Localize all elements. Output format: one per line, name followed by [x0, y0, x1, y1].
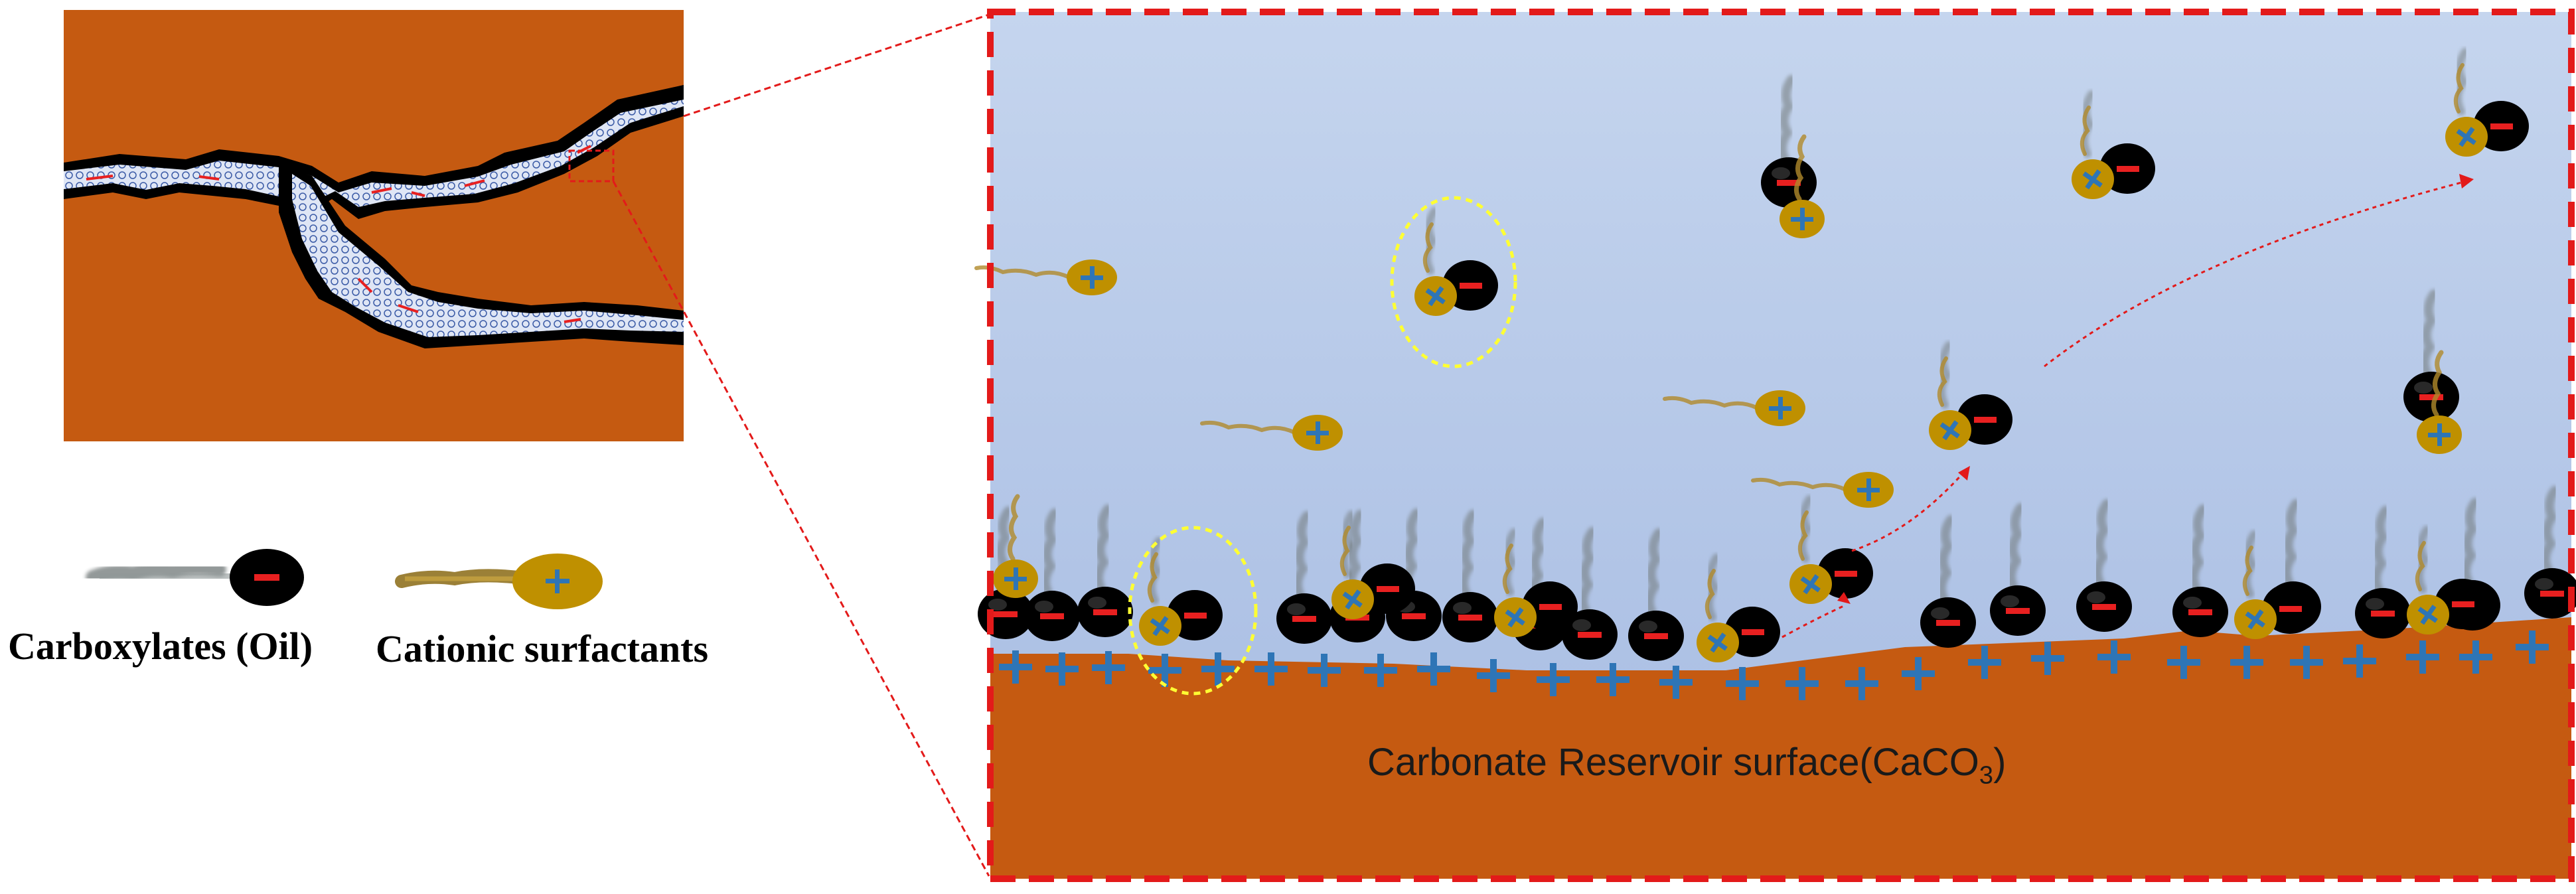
zoom-line-bottom [612, 181, 990, 877]
surface-label-close: ) [1993, 741, 2007, 784]
pore-network-inset [64, 10, 684, 441]
zoom-panel [976, 9, 2576, 882]
highlight-ellipse-pair-solution [1390, 196, 1517, 368]
carboxylates-label: Carboxylates (Oil) [8, 625, 313, 668]
zoom-line-top [683, 13, 990, 117]
surface-label-subscript: 3 [1979, 761, 1994, 790]
carboxylate-legend-icon [86, 549, 304, 606]
surface-label: Carbonate Reservoir surface(CaCO3) [1367, 740, 2006, 790]
desorption-arrows [1781, 174, 2474, 638]
highlight-ellipse-pair-surface [1128, 526, 1258, 696]
surface-label-main: Carbonate Reservoir surface(CaCO [1367, 741, 1979, 784]
zoom-frame [987, 9, 2575, 882]
cationic-surfactants-label: Cationic surfactants [376, 627, 709, 670]
carbonate-rock [990, 617, 2571, 879]
cationic-legend-icon [395, 554, 603, 609]
legend [86, 549, 603, 609]
